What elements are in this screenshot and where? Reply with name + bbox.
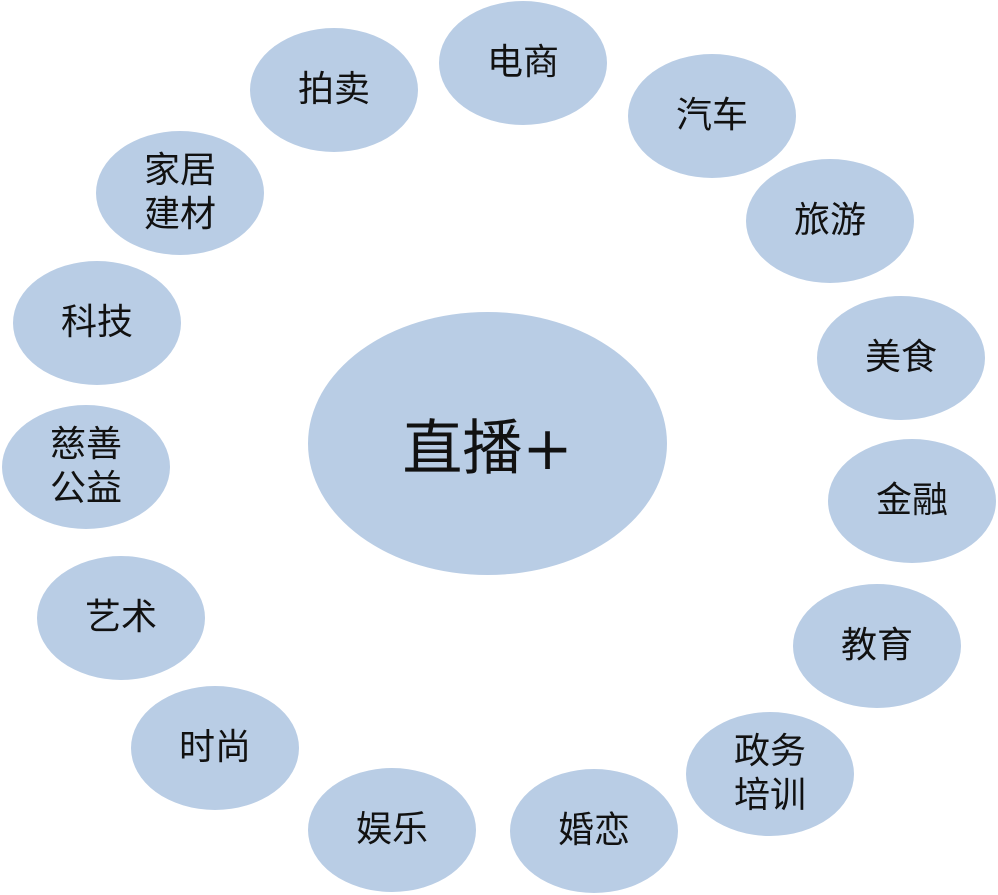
node-label: 电商: [486, 42, 559, 83]
node-label: 汽车: [675, 95, 748, 136]
node-food: 美食: [817, 296, 985, 420]
node-label-line2: 建材: [143, 194, 216, 235]
node-label: 科技: [60, 302, 133, 343]
node-label: 艺术: [84, 597, 157, 638]
node-label: 婚恋: [557, 810, 630, 851]
center-label: 直播+: [402, 414, 573, 484]
node-label: 美食: [864, 337, 937, 378]
node-dating: 婚恋: [510, 769, 678, 893]
node-label: 教育: [840, 625, 913, 666]
node-travel: 旅游: [746, 159, 914, 283]
node-label-line1: 慈善: [49, 424, 122, 465]
node-entertainment: 娱乐: [308, 768, 476, 892]
node-finance: 金融: [828, 439, 996, 563]
node-charity: 慈善公益: [2, 405, 170, 529]
node-auction: 拍卖: [250, 28, 418, 152]
node-label: 金融: [875, 480, 948, 521]
node-fashion: 时尚: [131, 686, 299, 810]
node-label: 时尚: [178, 727, 251, 768]
node-label-line2: 公益: [49, 468, 122, 509]
node-label: 拍卖: [297, 69, 370, 110]
center-node: 直播+: [308, 312, 667, 575]
node-ecommerce: 电商: [439, 1, 607, 125]
node-government-training: 政务培训: [686, 712, 854, 836]
node-label-line1: 政务: [733, 731, 806, 772]
node-auto: 汽车: [628, 54, 796, 178]
node-label: 娱乐: [355, 809, 428, 850]
node-education: 教育: [793, 584, 961, 708]
node-label-line1: 家居: [143, 150, 216, 191]
node-home-building: 家居建材: [96, 131, 264, 255]
node-label-line2: 培训: [733, 775, 806, 816]
node-technology: 科技: [13, 261, 181, 385]
node-label: 旅游: [793, 200, 866, 241]
node-art: 艺术: [37, 556, 205, 680]
